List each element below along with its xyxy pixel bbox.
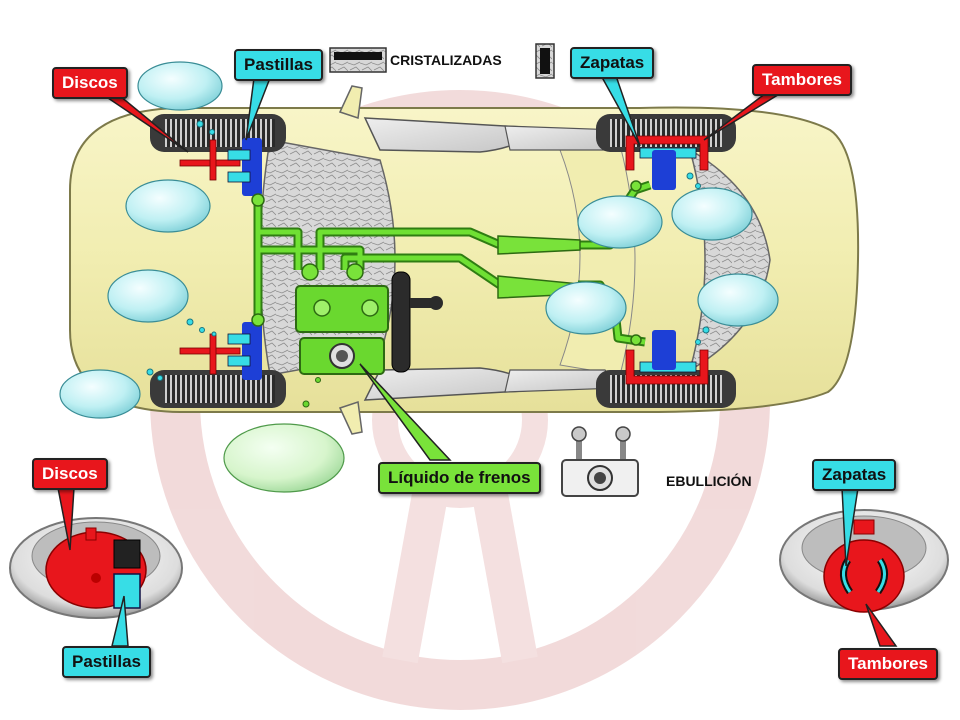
callout-pointers	[57, 69, 898, 647]
zapatas-label-top: Zapatas	[570, 47, 655, 79]
pastillas-label-bottom: Pastillas	[62, 646, 151, 678]
zapatas-label-bottom: Zapatas	[812, 459, 897, 491]
liquido-de-frenos-label: Líquido de frenos	[378, 462, 541, 494]
tambores-label-bottom: Tambores	[838, 648, 938, 680]
front-left-disc-brake	[179, 138, 262, 196]
disc-brake-detail	[9, 517, 183, 619]
steam-droplets	[146, 120, 710, 408]
line-joints	[251, 180, 642, 346]
tire-front-right	[150, 370, 286, 408]
front-right-disc-brake	[179, 322, 262, 380]
boiling-reservoir-icon	[561, 426, 639, 497]
cristalizadas-label: CRISTALIZADAS	[390, 52, 502, 68]
rear-left-drum-brake	[625, 135, 709, 190]
steam-clouds	[59, 61, 779, 493]
discos-label-bottom: Discos	[32, 458, 108, 490]
brake-booster	[391, 271, 443, 373]
discos-label-top: Discos	[52, 67, 128, 99]
rear-right-drum-brake	[625, 330, 709, 385]
ebullicion-label: EBULLICIÓN	[666, 473, 752, 489]
tambores-label-top: Tambores	[752, 64, 852, 96]
tire-front-left	[150, 114, 286, 152]
master-cylinder	[295, 285, 389, 375]
drum-brake-detail	[779, 509, 949, 613]
glazed-pad-swatches	[329, 43, 555, 79]
pastillas-label-top: Pastillas	[234, 49, 323, 81]
